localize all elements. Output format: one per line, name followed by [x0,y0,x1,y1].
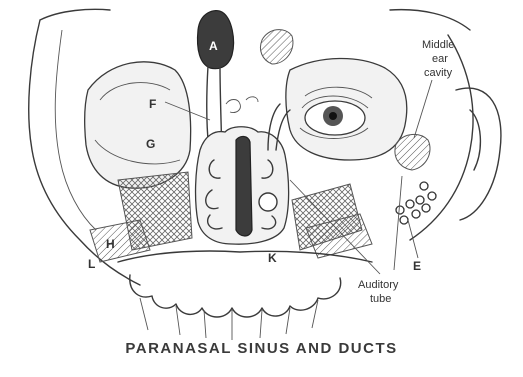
left-maxillary-sinus [85,62,191,188]
ethmoid-cells [226,97,258,113]
mastoid-air-cells [396,182,436,224]
leader-e [408,220,418,258]
label-auditory-tube-1: Auditory [358,279,399,291]
nasal-septum [236,136,252,236]
middle-ear-region [395,134,430,170]
letter-g: G [146,137,155,151]
letter-k: K [268,251,277,265]
letter-h: H [106,237,115,251]
leader-middle-ear [414,80,432,138]
letter-l: L [88,257,95,271]
maxillary-ostium-right [259,193,277,211]
right-frontal-sinus [260,30,292,64]
label-middle-ear-1: Middle [422,39,454,51]
diagram-caption: PARANASAL SINUS AND DUCTS [0,340,523,357]
letter-a: A [209,39,218,53]
eye-pupil [329,112,337,120]
ear-outline [456,88,501,220]
teeth-row [130,275,341,317]
label-auditory-tube-2: tube [370,293,391,305]
letter-e: E [413,259,421,273]
label-middle-ear-3: cavity [424,67,453,79]
left-hatch-band [90,220,150,262]
label-middle-ear-2: ear [432,53,448,65]
teeth-lower-edge [140,298,318,340]
letter-f: F [149,97,156,111]
